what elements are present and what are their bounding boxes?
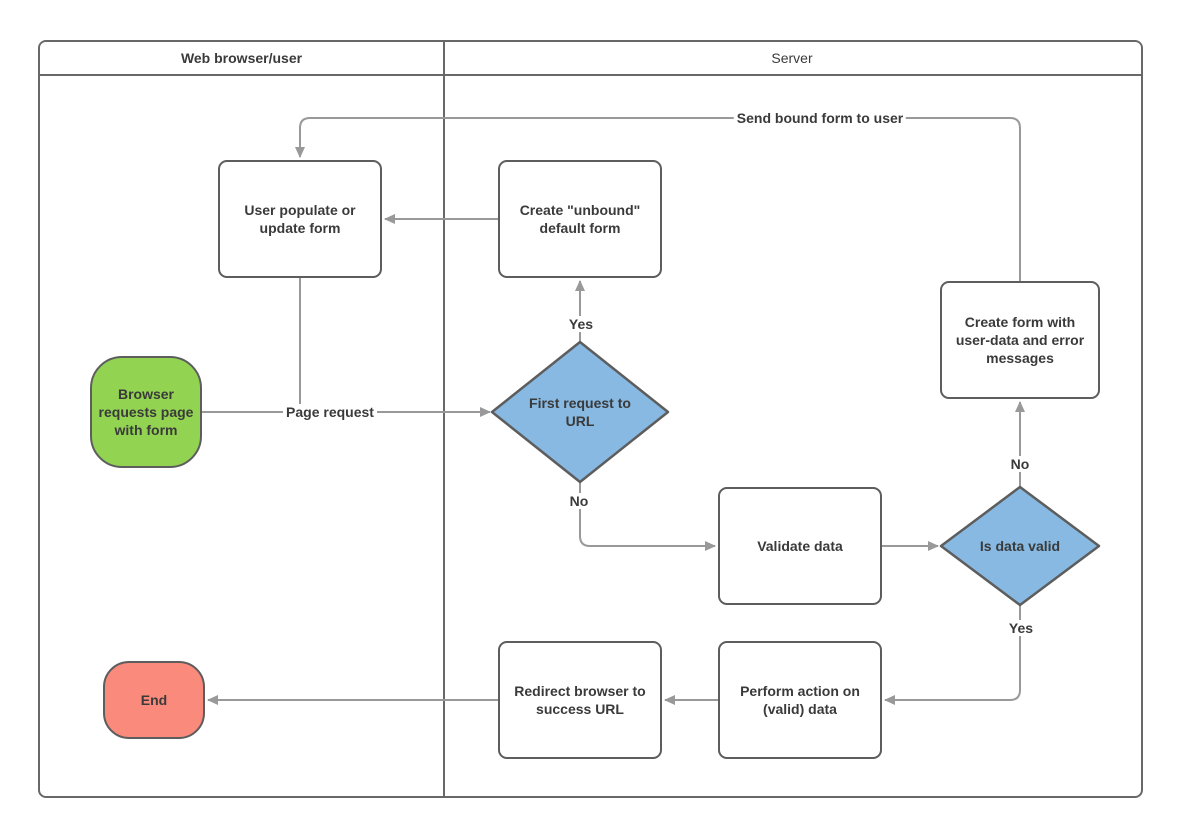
node-user-populate-label: User populate or update form <box>244 202 356 236</box>
node-validate-data: Validate data <box>718 487 882 605</box>
node-end: End <box>103 661 205 739</box>
node-user-populate: User populate or update form <box>218 160 382 278</box>
edge-send-bound-form <box>295 117 1021 281</box>
node-browser-requests-start: Browser requests page with form <box>90 356 202 468</box>
edge-label-yes-first: Yes <box>565 316 597 332</box>
lane-header-server: Server <box>443 42 1141 76</box>
node-end-label: End <box>140 692 168 708</box>
edge-label-yes-valid: Yes <box>1005 620 1037 636</box>
edge-label-send-bound-form: Send bound form to user <box>733 110 907 126</box>
node-browser-requests-label: Browser requests page with form <box>98 386 194 438</box>
lane-label-web-browser-user: Web browser/user <box>180 50 303 66</box>
diamond-is-data-valid-shape <box>939 485 1101 607</box>
edge-label-no-valid: No <box>1007 456 1033 472</box>
edge-yes-to-perform <box>884 606 1021 705</box>
node-redirect-browser: Redirect browser to success URL <box>498 641 662 759</box>
edge-no-to-validate <box>579 483 716 551</box>
swimlane-pool: Web browser/user Server <box>38 40 1143 798</box>
node-redirect-browser-label: Redirect browser to success URL <box>514 683 646 717</box>
diamond-first-request-shape <box>490 340 670 484</box>
edge-label-page-request: Page request <box>283 404 377 420</box>
node-perform-action-label: Perform action on (valid) data <box>740 683 860 717</box>
node-validate-data-label: Validate data <box>757 538 843 554</box>
edge-label-no-first: No <box>566 493 592 509</box>
node-create-form-errors: Create form with user-data and error mes… <box>940 281 1100 399</box>
lane-header-web-browser-user: Web browser/user <box>40 42 443 76</box>
node-first-request-label: First request to URL <box>529 395 631 429</box>
lane-label-server: Server <box>771 50 813 66</box>
node-create-unbound: Create "unbound" default form <box>498 160 662 278</box>
node-is-data-valid-label: Is data valid <box>979 538 1061 554</box>
node-create-form-errors-label: Create form with user-data and error mes… <box>955 314 1085 366</box>
lane-divider <box>443 42 445 796</box>
node-perform-action: Perform action on (valid) data <box>718 641 882 759</box>
node-create-unbound-label: Create "unbound" default form <box>519 202 641 236</box>
